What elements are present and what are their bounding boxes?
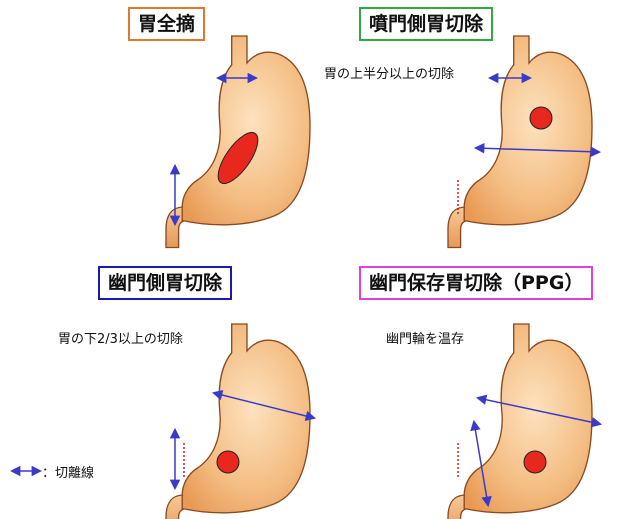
title-pylorus-preserving-gastrectomy: 幽門保存胃切除（PPG） (359, 266, 594, 300)
cut-line-ppg-pylorus (470, 419, 492, 508)
note-ppg: 幽門輪を温存 (386, 332, 465, 347)
tumor-proximal (529, 106, 553, 130)
cut-line-proximal-body (473, 143, 602, 157)
cut-line-ppg-body (475, 394, 603, 428)
note-distal: 胃の下2/3以上の切除 (58, 332, 183, 347)
stomach-proximal (447, 35, 593, 249)
title-total-gastrectomy: 胃全摘 (128, 7, 206, 41)
tumor-distal (216, 450, 240, 474)
title-distal-gastrectomy: 幽門側胃切除 (98, 266, 233, 300)
stomach-distal (165, 323, 311, 519)
title-proximal-gastrectomy: 噴門側胃切除 (359, 7, 494, 41)
stomach-ppg (447, 323, 593, 519)
tumor-ppg (523, 450, 547, 474)
note-proximal: 胃の上半分以上の切除 (324, 67, 455, 82)
cut-line-distal-body (211, 389, 317, 422)
tumor-total (217, 131, 259, 185)
legend-label: ：切離線 (42, 466, 95, 481)
